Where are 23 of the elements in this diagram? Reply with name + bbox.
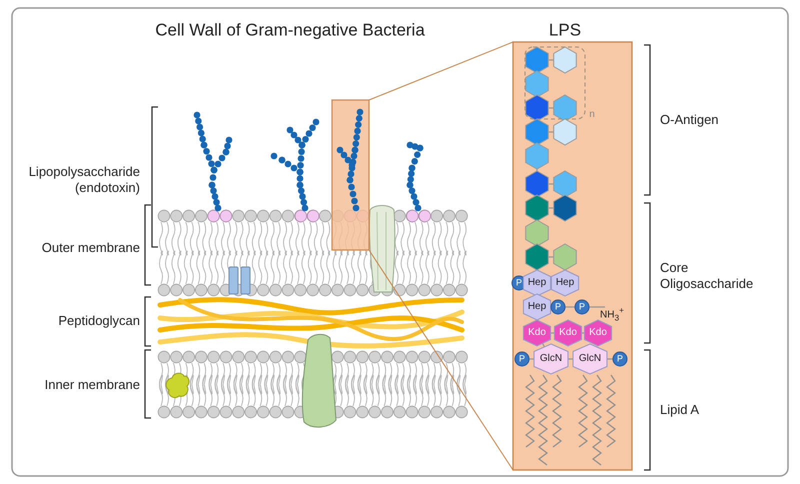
label-text: Inner membrane (44, 376, 140, 394)
label-text: LPS (548, 19, 582, 41)
diagram-title: Cell Wall of Gram-negative Bacteria (155, 19, 425, 41)
label-text: Lipopolysaccharide (endotoxin) (28, 164, 140, 196)
phosphate-label: P (579, 301, 585, 313)
phosphate-label: P (516, 277, 522, 289)
sugar-label: GlcN (578, 352, 602, 366)
sugar-label: Hep (528, 300, 546, 314)
sugar-label: GlcN (540, 352, 562, 366)
phosphate-label: P (519, 353, 525, 365)
sugar-label: Kdo (559, 326, 577, 340)
label-text: O-Antigen (660, 112, 720, 128)
phosphate-label: P (555, 301, 561, 313)
label-text: Peptidoglycan (57, 312, 140, 330)
phosphate-label: P (617, 353, 623, 365)
label-text: Core Oligosaccharide (660, 260, 754, 292)
repeat-index: n (589, 108, 595, 122)
sugar-label: Hep (528, 276, 546, 290)
label-text: Outer membrane (40, 240, 140, 256)
sugar-label: Kdo (589, 326, 607, 340)
sugar-label: Kdo (528, 326, 546, 340)
label-text: Lipid A (660, 402, 700, 418)
sugar-label: Hep (556, 276, 574, 290)
